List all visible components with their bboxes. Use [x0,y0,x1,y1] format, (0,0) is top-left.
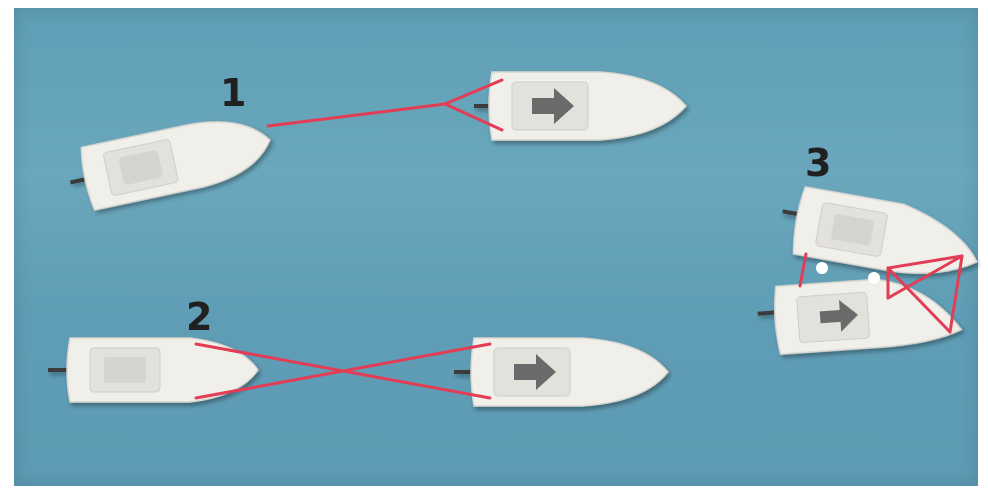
towed-boat-3 [776,184,985,286]
scene-2 [48,338,668,406]
towing-boat-1 [474,72,686,140]
fender [868,272,880,284]
hatch [104,357,146,383]
scene-label-1: 1 [220,74,246,112]
towline-1 [268,80,502,130]
outboard-motor [758,312,776,313]
scene-label-2: 2 [186,298,212,336]
outboard-motor [783,211,799,214]
outboard-motor [70,179,86,182]
towed-boat-1 [64,109,277,214]
scene-3 [756,184,985,356]
scene-label-3: 3 [805,144,831,182]
fender [816,262,828,274]
scene-1 [64,72,686,214]
